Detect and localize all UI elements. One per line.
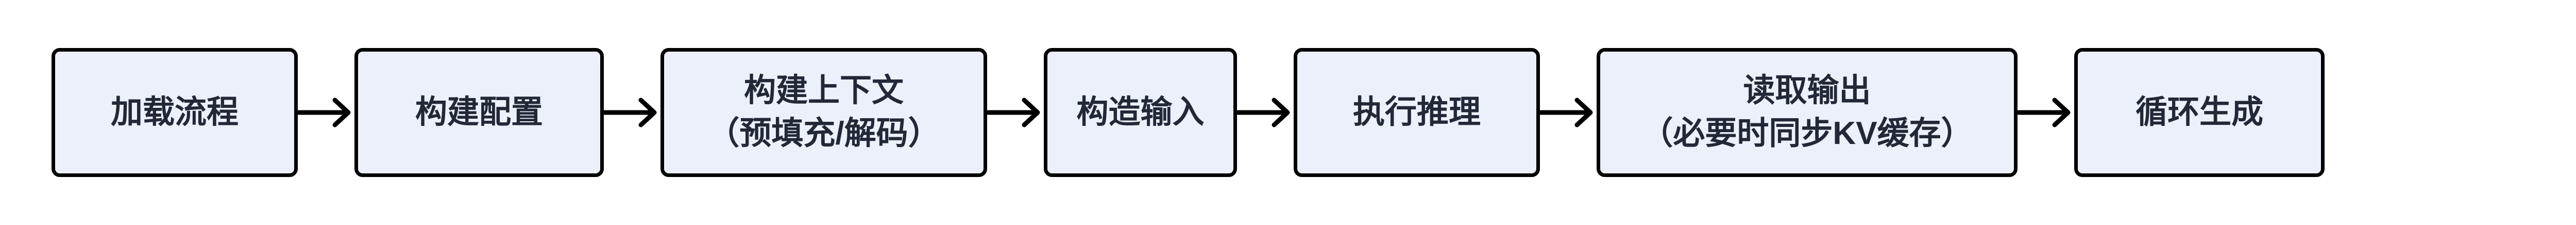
flow-node-build-input[interactable]: 构造输入 — [1044, 48, 1237, 177]
flow-node-label-line2: （必要时同步KV缓存） — [1641, 116, 1973, 151]
flow-edge-1 — [298, 48, 354, 177]
arrow-right-icon — [1237, 98, 1290, 127]
arrow-right-icon — [2018, 98, 2071, 127]
flow-node-label-line2: （预填充/解码） — [707, 116, 940, 151]
flow-node-label-line1: 循环生成 — [2135, 94, 2263, 130]
flow-node-run-inference[interactable]: 执行推理 — [1294, 48, 1540, 177]
arrow-right-icon — [1540, 98, 1593, 127]
flow-node-build-config[interactable]: 构建配置 — [354, 48, 604, 177]
arrow-right-icon — [604, 98, 657, 127]
arrow-right-icon — [298, 98, 351, 127]
flow-node-loop-generate[interactable]: 循环生成 — [2074, 48, 2325, 177]
flow-node-label-line1: 构建上下文 — [743, 73, 904, 109]
flow-node-label-line1: 读取输出 — [1743, 73, 1871, 109]
flow-edge-2 — [604, 48, 660, 177]
flow-node-label-line1: 构建配置 — [415, 94, 543, 130]
flow-edge-5 — [1540, 48, 1597, 177]
arrow-right-icon — [987, 98, 1040, 127]
flow-node-read-output[interactable]: 读取输出 （必要时同步KV缓存） — [1597, 48, 2018, 177]
flow-node-load-process[interactable]: 加载流程 — [52, 48, 298, 177]
flow-node-label-line1: 构造输入 — [1076, 94, 1205, 130]
flow-node-build-context[interactable]: 构建上下文 （预填充/解码） — [660, 48, 987, 177]
flow-node-label-line1: 加载流程 — [110, 94, 239, 130]
flow-edge-3 — [987, 48, 1044, 177]
flow-edge-6 — [2018, 48, 2074, 177]
flow-node-label-line1: 执行推理 — [1352, 94, 1481, 130]
flow-edge-4 — [1237, 48, 1294, 177]
